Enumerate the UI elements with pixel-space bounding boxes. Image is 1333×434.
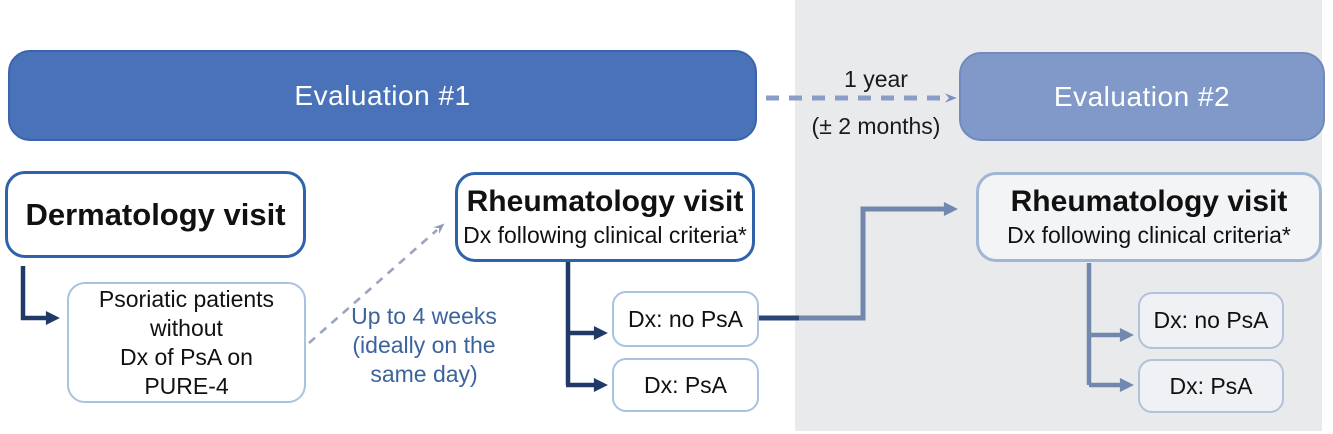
evaluation-1-label: Evaluation #1 — [294, 79, 471, 111]
nopsa-to-rheum2-connector-arrow — [759, 202, 958, 321]
dx-no-psa-label-eval2: Dx: no PsA — [1153, 307, 1269, 333]
evaluation-2-label: Evaluation #2 — [1053, 80, 1231, 112]
evaluation-1-banner: Evaluation #1 — [8, 50, 757, 141]
dx-psa-box-eval2: Dx: PsA — [1138, 359, 1284, 413]
dx-psa-label-eval1: Dx: PsA — [643, 371, 728, 398]
dx-psa-box-eval1: Dx: PsA — [612, 358, 759, 412]
rheumatology-visit-1-title: Rheumatology visit — [466, 185, 744, 218]
rheumatology-visit-1-box: Rheumatology visit Dx following clinical… — [455, 172, 755, 262]
rheumatology-visit-2-subtitle: Dx following clinical criteria* — [1007, 222, 1291, 248]
rheum1-outcome-branch-arrows — [565, 261, 608, 392]
dx-psa-label-eval2: Dx: PsA — [1169, 372, 1253, 399]
delay-note-text: Up to 4 weeks (ideally on the same day) — [351, 303, 497, 387]
psoriatic-to-rheum-dashed-arrow — [308, 223, 445, 344]
dx-no-psa-label-eval1: Dx: no PsA — [627, 305, 744, 332]
dermatology-visit-title: Dermatology visit — [25, 196, 286, 232]
rheumatology-visit-1-subtitle: Dx following clinical criteria* — [463, 222, 747, 248]
evaluation-2-banner: Evaluation #2 — [959, 52, 1325, 141]
interval-label: 1 year — [844, 66, 908, 92]
dermatology-visit-box: Dermatology visit — [5, 171, 306, 258]
psoriatic-patients-box: Psoriatic patients without Dx of PsA on … — [67, 282, 306, 403]
rheum2-outcome-branch-arrows — [1086, 263, 1134, 392]
derm-to-psoriatic-arrow — [20, 266, 60, 325]
rheumatology-visit-2-box: Rheumatology visit Dx following clinical… — [976, 172, 1322, 262]
psoriatic-patients-text: Psoriatic patients without Dx of PsA on … — [98, 285, 275, 399]
rheumatology-visit-2-title: Rheumatology visit — [1010, 185, 1288, 218]
dx-no-psa-box-eval1: Dx: no PsA — [612, 291, 759, 347]
dx-no-psa-box-eval2: Dx: no PsA — [1138, 292, 1284, 349]
interval-tolerance-label: (± 2 months) — [811, 113, 941, 139]
